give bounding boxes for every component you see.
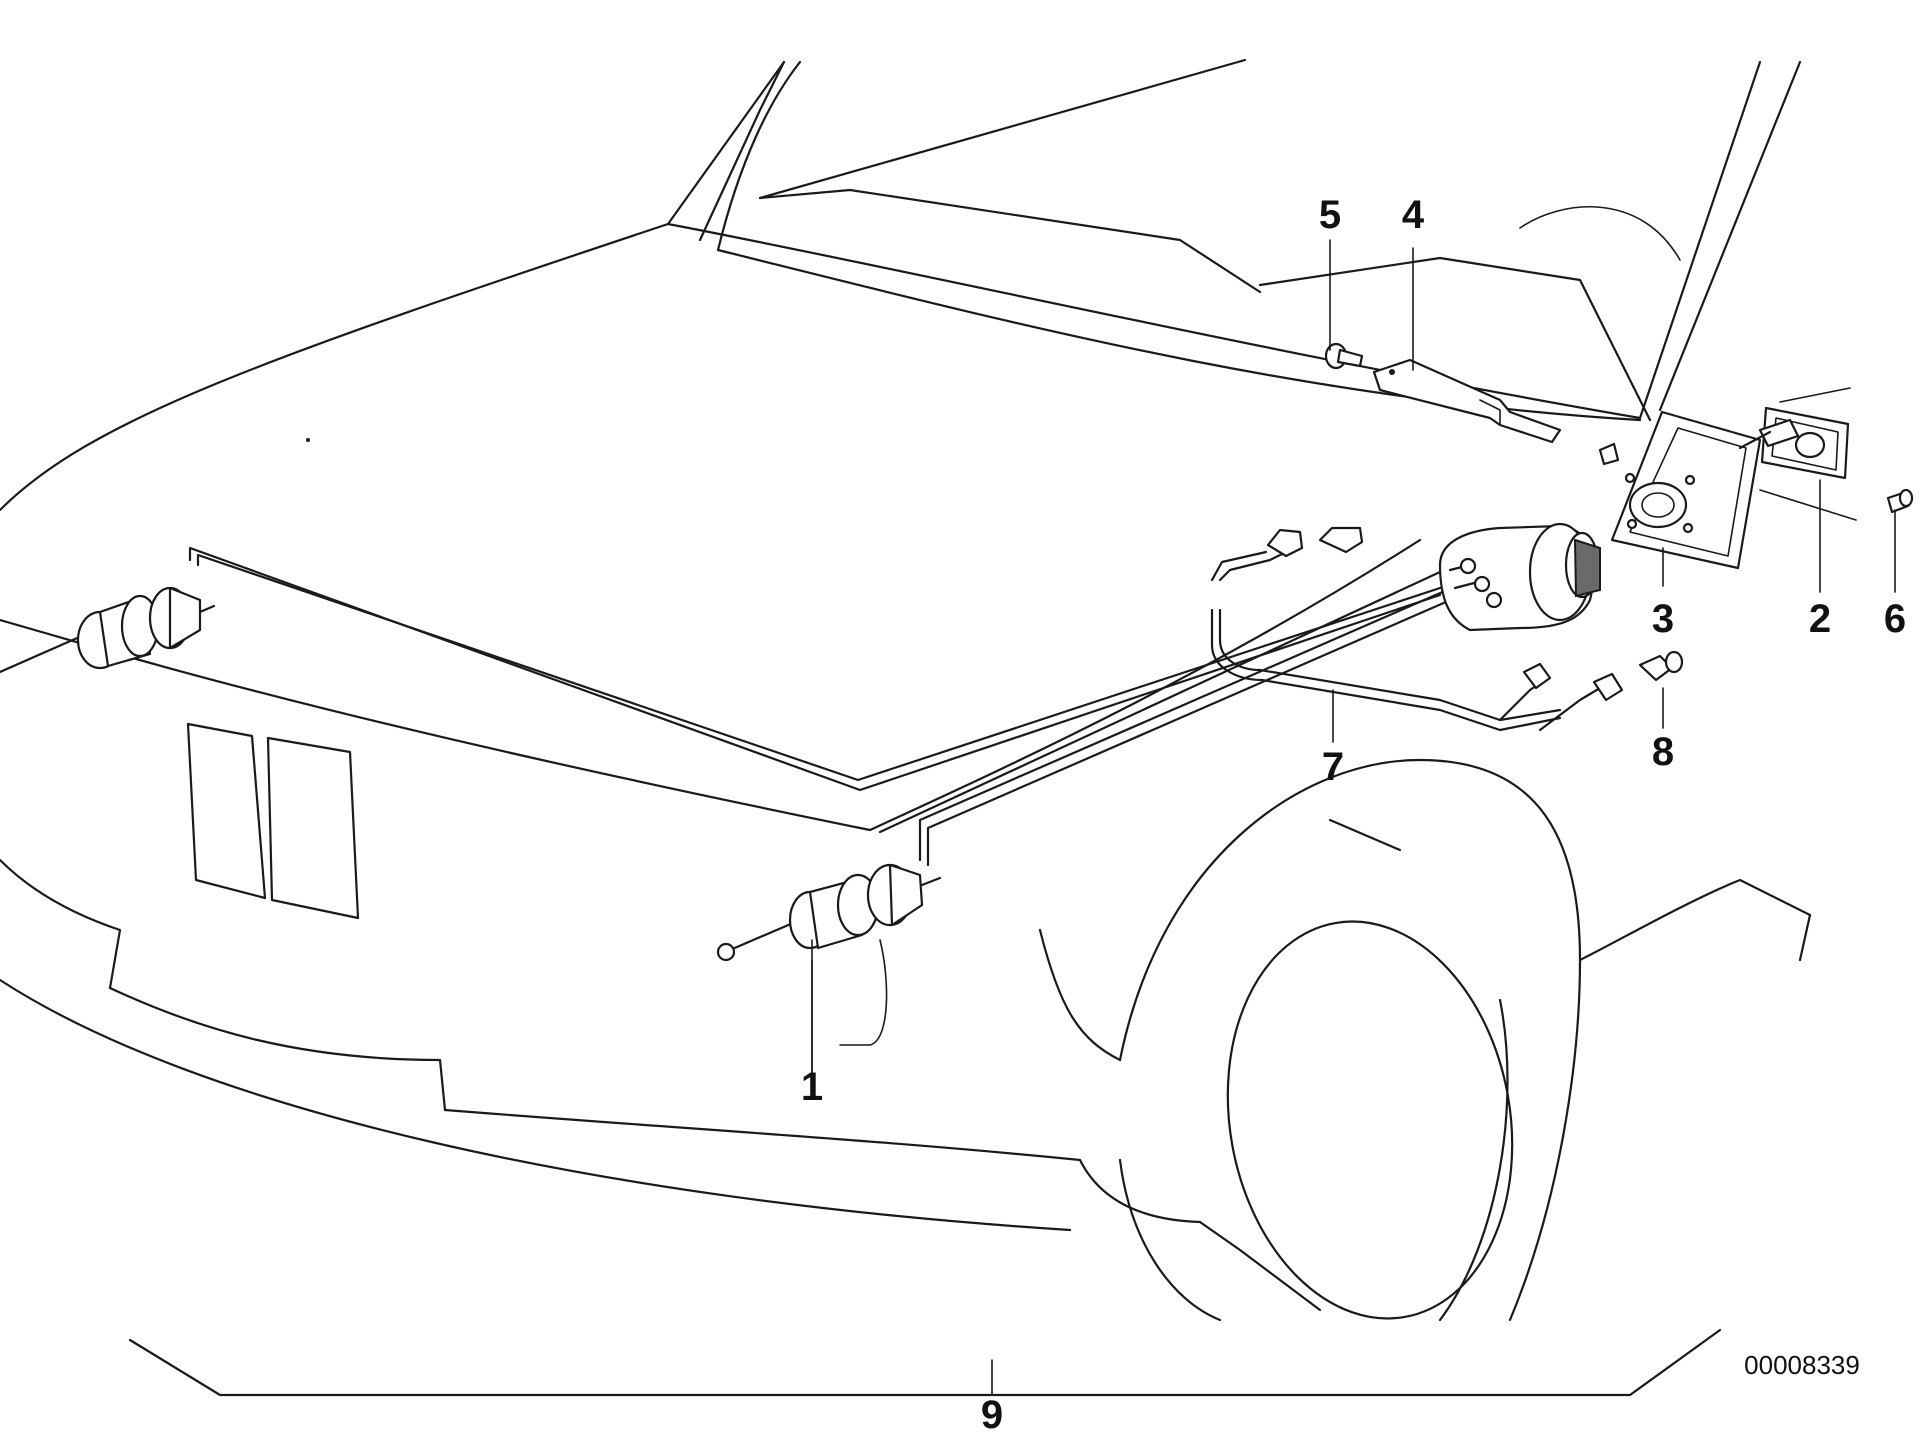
callout-8: 8 xyxy=(1652,730,1674,774)
nozzle-right xyxy=(716,863,942,1081)
washer-hoses xyxy=(188,543,1562,867)
callout-1: 1 xyxy=(801,1065,823,1109)
nozzle-left xyxy=(0,586,216,674)
leader-lines xyxy=(128,239,1896,1397)
plate-part-3 xyxy=(1598,410,1762,570)
car-body-outline xyxy=(0,58,1812,1322)
document-number: 00008339 xyxy=(1744,1350,1860,1380)
callout-5: 5 xyxy=(1319,193,1341,237)
callout-3: 3 xyxy=(1652,597,1674,641)
plate-part-2 xyxy=(1738,387,1857,521)
callout-labels: 1 2 3 4 5 6 7 8 9 xyxy=(801,193,1906,1437)
washer-pump xyxy=(1438,522,1601,632)
bracket-part-4 xyxy=(1372,358,1562,444)
connectors xyxy=(1266,526,1624,732)
callout-4: 4 xyxy=(1402,193,1425,237)
callout-2: 2 xyxy=(1809,597,1831,641)
callout-9: 9 xyxy=(981,1393,1003,1437)
screw-part-6 xyxy=(1886,488,1914,514)
callout-7: 7 xyxy=(1322,745,1344,789)
screw-part-5 xyxy=(1324,342,1364,370)
callout-6: 6 xyxy=(1884,597,1906,641)
plug-part-8 xyxy=(1638,650,1684,682)
